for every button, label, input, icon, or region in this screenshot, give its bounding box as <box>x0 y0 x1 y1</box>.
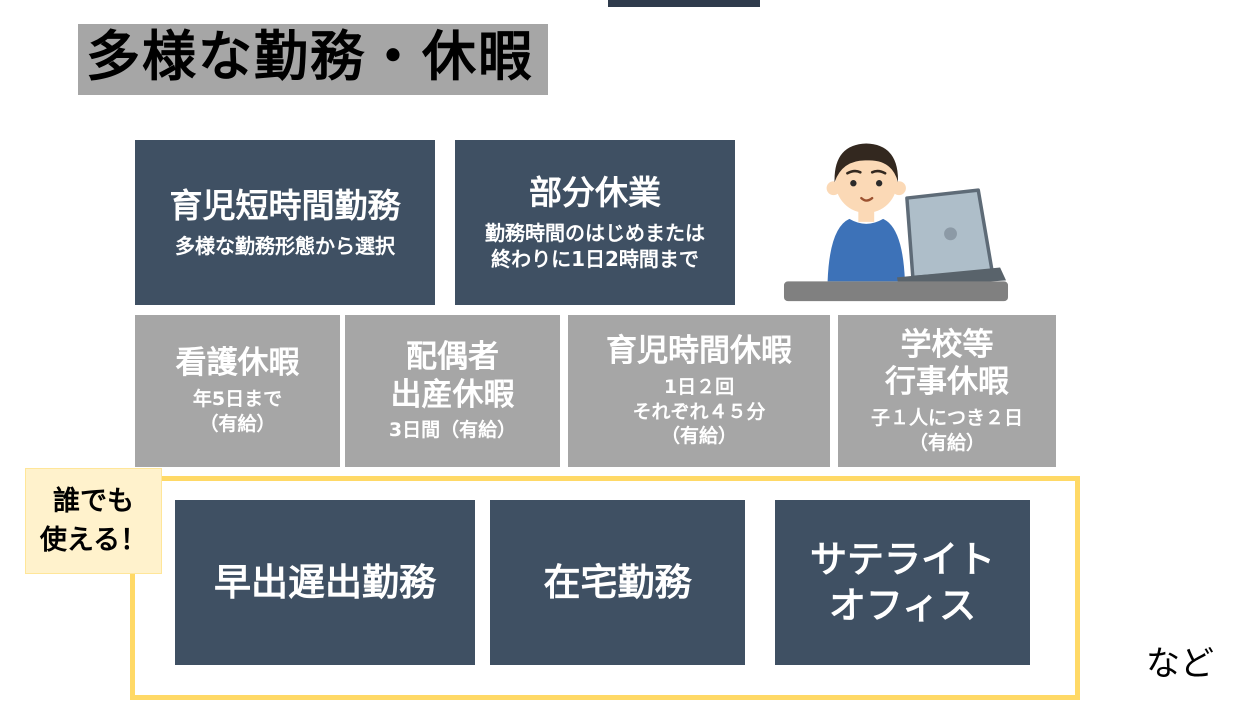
top-edge-fragment <box>608 0 760 7</box>
card-childcare-short-hours: 育児短時間勤務 多様な勤務形態から選択 <box>135 140 435 305</box>
card-satellite-office: サテライト オフィス <box>775 500 1030 665</box>
card-telework: 在宅勤務 <box>490 500 745 665</box>
eyebrow-right <box>870 169 887 175</box>
anyone-badge: 誰でも 使える！ <box>25 468 162 574</box>
card-title: 配偶者 出産休暇 <box>390 338 515 413</box>
card-desc: 1日２回 それぞれ４５分 （有給） <box>632 375 766 448</box>
face <box>835 151 897 213</box>
card-title: 在宅勤務 <box>543 560 692 604</box>
card-spouse-birth-leave: 配偶者 出産休暇 3日間（有給） <box>345 315 560 467</box>
page-title: 多様な勤務・休暇 <box>78 24 548 95</box>
person-laptop-illustration <box>783 143 1009 302</box>
card-partial-leave: 部分休業 勤務時間のはじめまたは 終わりに1日2時間まで <box>455 140 735 305</box>
card-desc: 多様な勤務形態から選択 <box>175 234 395 259</box>
card-title: 早出遅出勤務 <box>214 560 436 604</box>
etc-label: など <box>1146 644 1214 684</box>
eye-right <box>875 180 883 187</box>
card-school-event-leave: 学校等 行事休暇 子１人につき２日 （有給） <box>838 315 1056 467</box>
card-staggered-hours: 早出遅出勤務 <box>175 500 475 665</box>
card-title: 学校等 行事休暇 <box>885 326 1009 401</box>
eyebrow-left <box>846 169 862 175</box>
card-desc: 子１人につき２日 （有給） <box>870 407 1023 454</box>
card-title: 看護休暇 <box>175 345 300 382</box>
hair <box>834 143 899 183</box>
card-title: 育児短時間勤務 <box>169 185 401 225</box>
card-desc: 年5日まで （有給） <box>192 388 283 435</box>
card-title: 育児時間休暇 <box>606 333 792 370</box>
sweater <box>827 218 905 282</box>
laptop-logo <box>944 227 957 241</box>
card-childcare-time-leave: 育児時間休暇 1日２回 それぞれ４５分 （有給） <box>568 315 830 467</box>
card-desc: 3日間（有給） <box>388 419 517 442</box>
card-desc: 勤務時間のはじめまたは 終わりに1日2時間まで <box>485 221 705 272</box>
card-title: サテライト オフィス <box>810 538 995 627</box>
mouth <box>860 196 874 202</box>
card-nursing-leave: 看護休暇 年5日まで （有給） <box>135 315 340 467</box>
card-title: 部分休業 <box>529 172 661 212</box>
eye-left <box>850 180 857 187</box>
desk <box>783 281 1009 302</box>
